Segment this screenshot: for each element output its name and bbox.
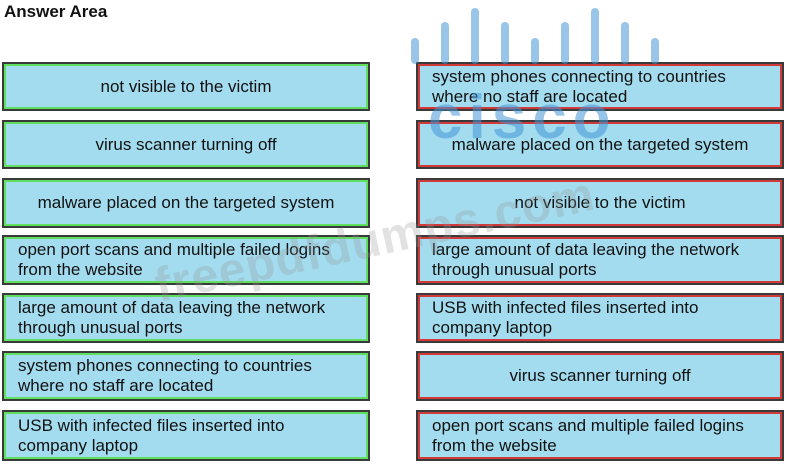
right-column: system phones connecting to countries wh… [416, 0, 784, 470]
left-item[interactable]: USB with infected files inserted into co… [2, 410, 370, 461]
left-item[interactable]: large amount of data leaving the network… [2, 293, 370, 343]
right-item-label: open port scans and multiple failed logi… [432, 415, 744, 455]
right-item[interactable]: not visible to the victim [416, 178, 784, 228]
answer-area-title: Answer Area [4, 2, 108, 21]
left-item[interactable]: open port scans and multiple failed logi… [2, 235, 370, 285]
left-item-label: system phones connecting to countries wh… [18, 356, 312, 395]
left-item-label: large amount of data leaving the network… [18, 298, 326, 337]
right-item-label: not visible to the victim [514, 193, 686, 212]
right-item[interactable]: system phones connecting to countries wh… [416, 62, 784, 111]
left-item-label: virus scanner turning off [95, 134, 277, 154]
right-item-label: system phones connecting to countries wh… [432, 66, 726, 106]
right-item[interactable]: malware placed on the targeted system [416, 120, 784, 169]
left-item-label: malware placed on the targeted system [37, 193, 335, 212]
right-item-label: virus scanner turning off [509, 366, 691, 385]
left-column: not visible to the victim virus scanner … [2, 0, 370, 470]
left-item-label: USB with infected files inserted into co… [18, 415, 285, 455]
left-item[interactable]: not visible to the victim [2, 62, 370, 111]
left-item-label: not visible to the victim [100, 76, 272, 96]
right-item[interactable]: USB with infected files inserted into co… [416, 293, 784, 343]
right-item-label: large amount of data leaving the network… [432, 240, 740, 279]
left-item-label: open port scans and multiple failed logi… [18, 240, 330, 279]
right-item[interactable]: open port scans and multiple failed logi… [416, 410, 784, 461]
left-item[interactable]: virus scanner turning off [2, 120, 370, 169]
right-item[interactable]: large amount of data leaving the network… [416, 235, 784, 285]
right-item-label: malware placed on the targeted system [451, 134, 749, 154]
right-item-label: USB with infected files inserted into co… [432, 298, 699, 337]
left-item[interactable]: malware placed on the targeted system [2, 178, 370, 228]
right-item[interactable]: virus scanner turning off [416, 351, 784, 401]
left-item[interactable]: system phones connecting to countries wh… [2, 351, 370, 401]
